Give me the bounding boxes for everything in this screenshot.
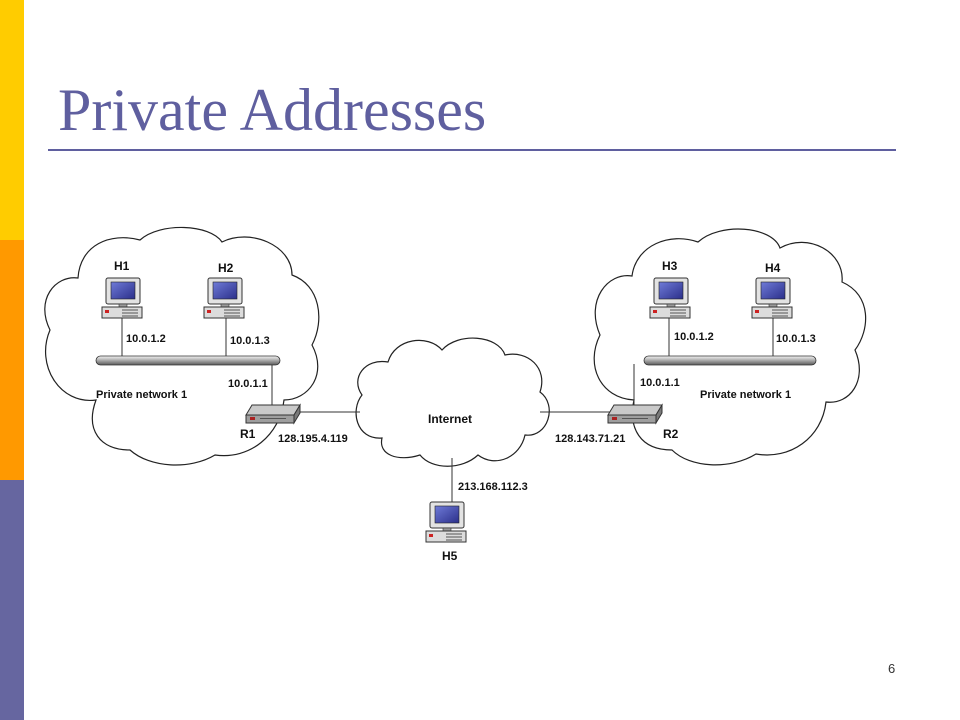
host-h2-label: H2: [218, 261, 234, 275]
router-r1-label: R1: [240, 427, 256, 441]
right-cloud: [593, 228, 867, 466]
router-r1-icon: [245, 404, 301, 424]
page-number: 6: [888, 661, 896, 676]
router-r2-outside-ip: 128.143.71.21: [555, 433, 625, 445]
host-h4-computer-icon: [751, 277, 793, 319]
host-h2-computer-icon: [203, 277, 245, 319]
left-bus: [95, 355, 281, 366]
host-h2-ip: 10.0.1.3: [230, 335, 270, 347]
left-network-label: Private network 1: [96, 389, 187, 401]
accent-bar-orange: [0, 240, 24, 480]
router-r2-icon: [607, 404, 663, 424]
host-h1-label: H1: [114, 259, 130, 273]
internet-cloud: [355, 337, 550, 467]
host-h4-ip: 10.0.1.3: [776, 333, 816, 345]
host-h1-computer-icon: [101, 277, 143, 319]
host-h3-computer-icon: [649, 277, 691, 319]
router-r1-inside-ip: 10.0.1.1: [228, 378, 268, 390]
host-h4-label: H4: [765, 261, 781, 275]
right-network-label: Private network 1: [700, 389, 791, 401]
internet-label: Internet: [428, 412, 472, 426]
host-h5-ip: 213.168.112.3: [458, 481, 528, 493]
router-r2-inside-ip: 10.0.1.1: [640, 377, 680, 389]
accent-bar-purple: [0, 480, 24, 720]
accent-bar-yellow: [0, 0, 24, 240]
right-bus: [643, 355, 817, 366]
router-r2-label: R2: [663, 427, 679, 441]
router-r1-outside-ip: 128.195.4.119: [278, 433, 348, 445]
host-h3-ip: 10.0.1.2: [674, 331, 714, 343]
host-h1-ip: 10.0.1.2: [126, 333, 166, 345]
host-h3-label: H3: [662, 259, 678, 273]
left-cloud: [44, 226, 320, 466]
title-underline: [48, 149, 896, 151]
slide-title: Private Addresses: [58, 77, 487, 143]
host-h5-label: H5: [442, 549, 458, 563]
host-h5-computer-icon: [425, 501, 467, 543]
